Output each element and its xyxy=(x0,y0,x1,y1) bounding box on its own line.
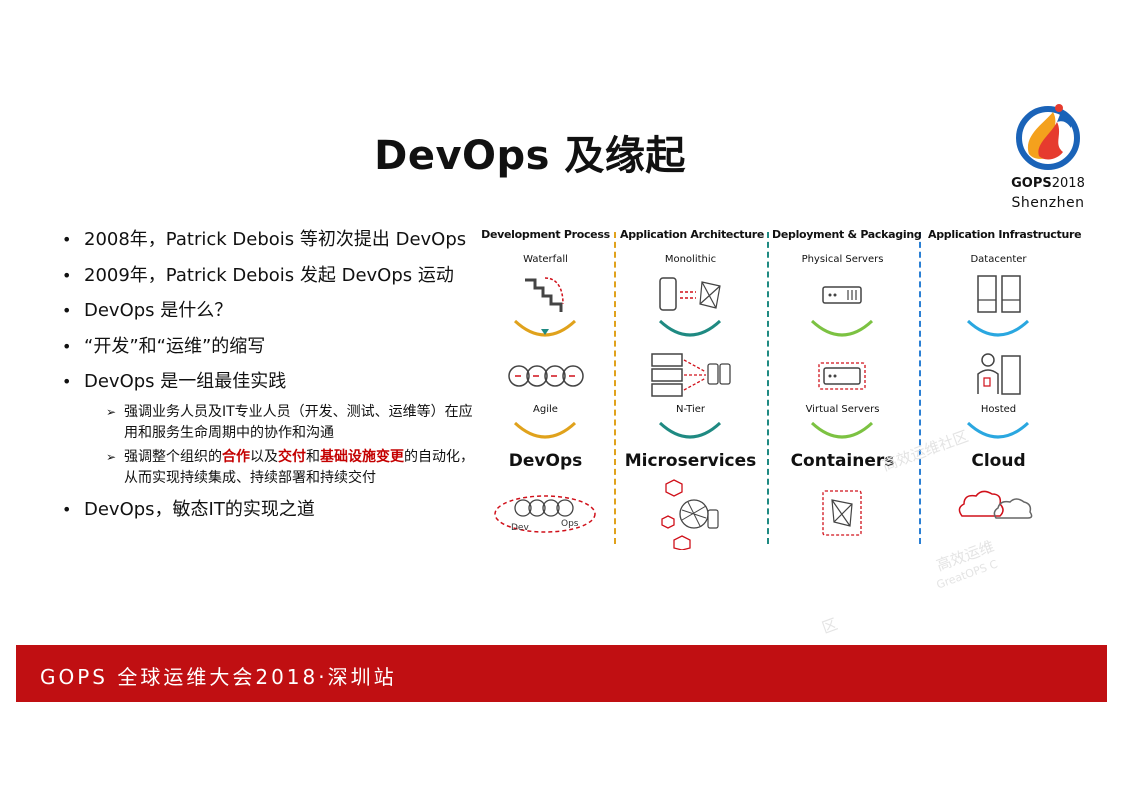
stage-label: Monolithic xyxy=(664,254,717,265)
column-divider xyxy=(919,232,921,544)
column-header: Deployment & Packaging xyxy=(772,228,922,241)
stage-label: Physical Servers xyxy=(801,254,884,265)
stage-label: Virtual Servers xyxy=(805,404,880,415)
column-application-infrastructure: Application Infrastructure Datacenter Ho… xyxy=(928,224,1082,552)
stage-title: DevOps xyxy=(508,451,583,471)
bullet-item: •2009年，Patrick Debois 发起 DevOps 运动 xyxy=(62,264,454,286)
physical-server-icon xyxy=(822,286,862,304)
bullet-text: “开发”和“运维”的缩写 xyxy=(84,335,266,357)
stage-title: Microservices xyxy=(624,451,757,471)
blue-curve-icon xyxy=(966,421,1030,439)
logo-year: 2018 xyxy=(1051,176,1085,191)
bullet-text: 2008年，Patrick Debois 等初次提出 DevOps xyxy=(84,229,467,250)
stage-label: Agile xyxy=(533,404,558,415)
arrow-bullet-icon: ➢ xyxy=(106,404,117,419)
evolution-figure: Development Process Waterfall Agile DevO… xyxy=(481,224,1082,552)
bullet-item: •“开发”和“运维”的缩写 xyxy=(62,335,266,357)
footer-text: GOPS 全球运维大会2018·深圳站 xyxy=(40,665,397,689)
stage-label: Waterfall xyxy=(523,254,568,265)
gops-logo: GOPS2018 Shenzhen xyxy=(1000,100,1096,220)
bullet-item: •2008年，Patrick Debois 等初次提出 DevOps xyxy=(62,229,467,250)
column-divider xyxy=(614,232,616,544)
highlight-text: 基础设施变更 xyxy=(320,448,404,465)
bullet-text: DevOps 是什么？ xyxy=(84,300,233,321)
bullet-text: 2009年，Patrick Debois 发起 DevOps 运动 xyxy=(84,264,454,286)
devops-loop-icon: Dev Ops xyxy=(494,495,596,533)
bullet-text: DevOps，敏态IT的实现之道 xyxy=(84,498,315,520)
container-icon xyxy=(822,490,862,536)
highlight-text: 合作 xyxy=(222,448,250,465)
logo-brand: GOPS xyxy=(1011,176,1052,191)
stage-title: Containers xyxy=(790,451,895,471)
column-application-architecture: Application Architecture Monolithic N-Ti… xyxy=(620,224,765,552)
bullet-text: DevOps 是一组最佳实践 xyxy=(84,371,287,392)
stage-label: N-Tier xyxy=(675,404,705,415)
arrow-bullet-icon: ➢ xyxy=(106,449,117,464)
sub-bullet-item: ➢强调整个组织的合作以及交付和基础设施变更的自动化，从而实现持续集成、持续部署和… xyxy=(106,448,474,486)
gops-flame-icon xyxy=(1016,104,1080,170)
logo-city: Shenzhen xyxy=(1011,195,1085,211)
agile-cycles-icon xyxy=(508,365,584,387)
virtual-server-icon xyxy=(818,362,866,390)
column-header: Application Architecture xyxy=(620,228,765,241)
microservices-icon xyxy=(661,479,719,550)
watermark-text: 区 xyxy=(819,614,840,637)
slide-title: DevOps 及缘起 xyxy=(374,133,686,179)
bullet-list: •2008年，Patrick Debois 等初次提出 DevOps •2009… xyxy=(58,228,478,533)
waterfall-icon xyxy=(525,277,564,312)
monolithic-icon xyxy=(659,277,721,311)
dev-label: Dev xyxy=(511,523,529,533)
bullet-item: •DevOps，敏态IT的实现之道 xyxy=(62,498,315,520)
sub-bullet-text: 强调业务人员及IT专业人员（开发、测试、运维等）在应用和服务生命周期中的协作和沟… xyxy=(124,403,473,441)
teal-curve-icon xyxy=(658,319,722,337)
column-deployment-packaging: Deployment & Packaging Physical Servers … xyxy=(772,224,922,552)
n-tier-servers-icon xyxy=(651,353,731,397)
highlight-text: 交付 xyxy=(278,448,306,465)
gold-curve-icon xyxy=(513,319,577,337)
cloud-icon xyxy=(958,490,1033,519)
column-divider xyxy=(767,232,769,544)
ops-label: Ops xyxy=(561,519,579,529)
stage-title: Cloud xyxy=(971,451,1026,471)
stage-label: Hosted xyxy=(980,404,1017,415)
footer-banner: GOPS 全球运维大会2018·深圳站 xyxy=(16,645,1107,702)
bullet-item: •DevOps 是什么？ xyxy=(62,300,233,321)
blue-curve-icon xyxy=(966,319,1030,337)
column-development-process: Development Process Waterfall Agile DevO… xyxy=(475,224,616,552)
sub-bullet-item: ➢ 强调业务人员及IT专业人员（开发、测试、运维等）在应用和服务生命周期中的协作和… xyxy=(58,402,484,444)
stage-label: Datacenter xyxy=(970,254,1027,265)
green-curve-icon xyxy=(810,319,874,337)
datacenter-icon xyxy=(977,275,1021,313)
bullet-item: •DevOps 是一组最佳实践 xyxy=(62,371,287,392)
green-curve-icon xyxy=(810,421,874,439)
column-header: Development Process xyxy=(481,228,610,241)
column-header: Application Infrastructure xyxy=(928,228,1082,241)
gold-curve-icon xyxy=(513,421,577,439)
teal-curve-icon xyxy=(658,421,722,439)
hosted-icon xyxy=(977,353,1021,395)
